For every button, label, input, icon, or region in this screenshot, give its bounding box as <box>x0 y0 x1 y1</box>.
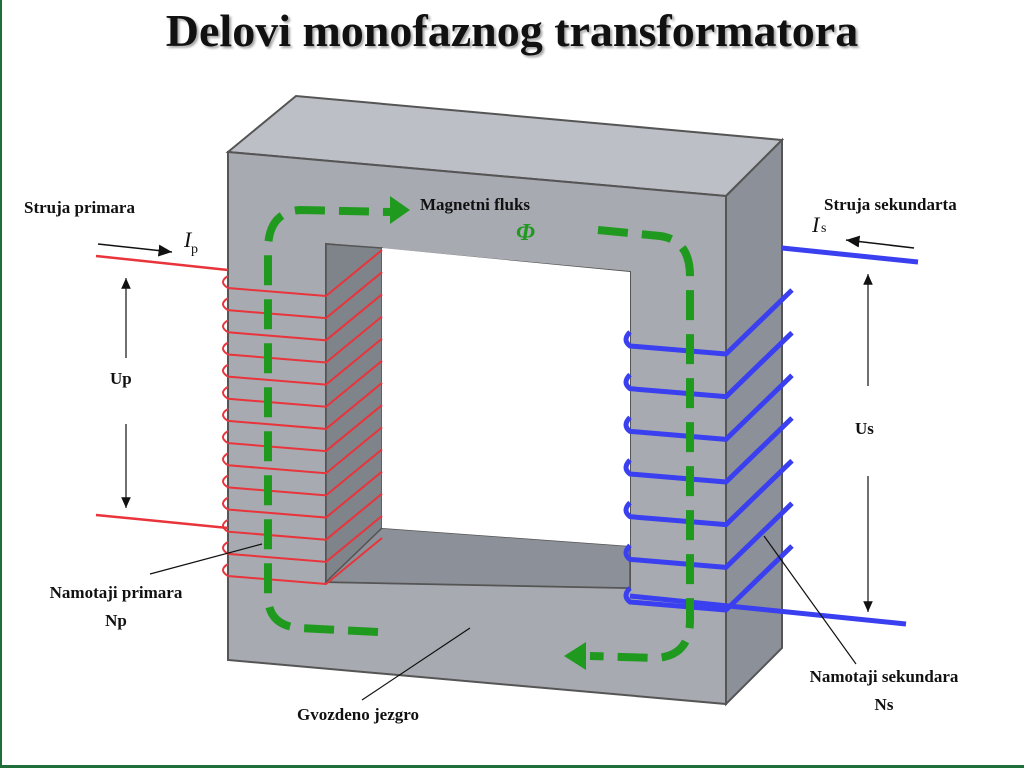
primary-turn <box>222 382 383 430</box>
primary-turns-label: Np <box>105 611 127 630</box>
flux-path <box>264 205 391 636</box>
primary-current-label: Struja primara <box>24 198 135 217</box>
primary-lead-bottom <box>95 513 229 530</box>
primary-turn <box>222 404 383 453</box>
primary-turn <box>222 359 383 408</box>
primary-turn <box>222 537 383 586</box>
primary-winding-label: Namotaji primara <box>50 583 183 602</box>
secondary-turn <box>623 373 794 442</box>
primary-turn <box>222 515 383 563</box>
secondary-current-label: Struja sekundarta <box>824 195 957 214</box>
flux-path-right <box>589 226 694 663</box>
secondary-winding <box>623 288 794 613</box>
secondary-winding-label: Namotaji sekundara <box>810 667 959 686</box>
primary-turn <box>222 293 383 342</box>
primary-turn <box>222 337 383 386</box>
core-side-face <box>725 137 783 707</box>
flux-arrow-top <box>390 196 410 224</box>
secondary-turn <box>623 501 794 570</box>
secondary-turn <box>623 458 794 528</box>
secondary-voltage-label: Us <box>855 419 874 438</box>
secondary-winding-leader <box>763 535 857 665</box>
secondary-lead-top <box>781 245 919 265</box>
secondary-lead-bottom <box>629 593 907 627</box>
primary-current-subscript: p <box>191 242 198 257</box>
primary-turn <box>222 470 383 519</box>
primary-turn <box>222 271 383 320</box>
primary-turn <box>222 426 383 475</box>
primary-lead-top <box>95 254 229 272</box>
secondary-turns-label: Ns <box>875 695 894 714</box>
primary-turn <box>222 249 383 298</box>
secondary-current-subscript: s <box>821 221 826 236</box>
primary-current-arrow <box>97 243 173 257</box>
secondary-current-symbol: I <box>811 212 821 237</box>
iron-core-label: Gvozdeno jezgro <box>297 705 419 724</box>
iron-core <box>225 94 785 707</box>
iron-core-leader <box>361 627 471 701</box>
core-window <box>382 248 630 546</box>
secondary-turn <box>623 288 794 357</box>
secondary-turn <box>623 416 794 485</box>
magnetic-flux-label: Magnetni fluks <box>420 195 530 214</box>
primary-turn <box>222 448 383 497</box>
secondary-current-arrow <box>845 235 915 249</box>
primary-turn <box>222 315 383 364</box>
secondary-turn <box>623 544 794 613</box>
primary-current-symbol: I <box>183 227 193 252</box>
flux-symbol: Φ <box>516 220 535 246</box>
secondary-turn <box>623 330 794 400</box>
primary-voltage-label: Up <box>110 369 132 388</box>
primary-winding-leader <box>149 543 263 575</box>
slide-title: Delovi monofaznog transformatora <box>165 5 859 56</box>
flux-arrow-bottom <box>564 642 586 670</box>
